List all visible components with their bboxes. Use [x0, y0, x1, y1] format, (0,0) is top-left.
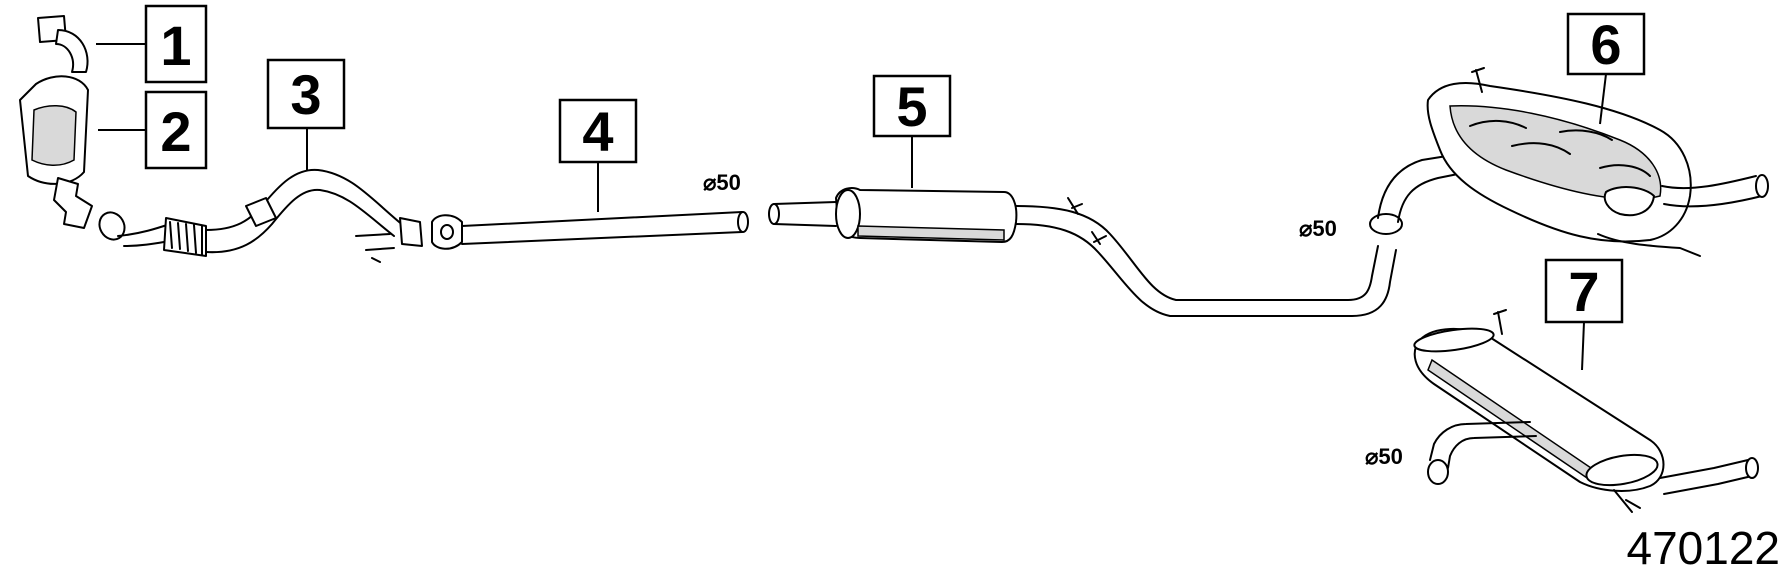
- callout-7-number: 7: [1568, 260, 1599, 323]
- callout-4: 4: [558, 98, 638, 164]
- callout-7: 7: [1544, 258, 1624, 324]
- callout-1: 1: [144, 4, 208, 84]
- dimension-label-pipe-7: ⌀50: [1365, 444, 1403, 469]
- callout-2: 2: [144, 90, 208, 170]
- callout-1-number: 1: [160, 14, 191, 77]
- part-4-intermediate-pipe: [431, 211, 749, 250]
- callout-5: 5: [872, 74, 952, 138]
- callout-3: 3: [266, 58, 346, 130]
- callout-3-number: 3: [290, 63, 321, 126]
- callout-6-number: 6: [1590, 13, 1621, 76]
- diagram-reference-number: 470122: [1627, 522, 1781, 574]
- leader-lines: [96, 43, 1607, 371]
- dimension-label-pipe-4: ⌀50: [703, 170, 741, 195]
- part-2-catalytic-converter: [19, 75, 93, 229]
- dimension-label-pipe-5: ⌀50: [1299, 216, 1337, 241]
- part-7-rear-silencer: [1413, 309, 1759, 513]
- part-3-front-pipe: [98, 168, 423, 263]
- part-5-centre-silencer: [768, 187, 1403, 317]
- part-6-rear-silencer: [1377, 67, 1769, 257]
- part-1-manifold-flange: [37, 15, 89, 73]
- callout-2-number: 2: [160, 100, 191, 163]
- callout-6: 6: [1566, 12, 1646, 76]
- callout-4-number: 4: [582, 100, 613, 163]
- callout-5-number: 5: [896, 75, 927, 138]
